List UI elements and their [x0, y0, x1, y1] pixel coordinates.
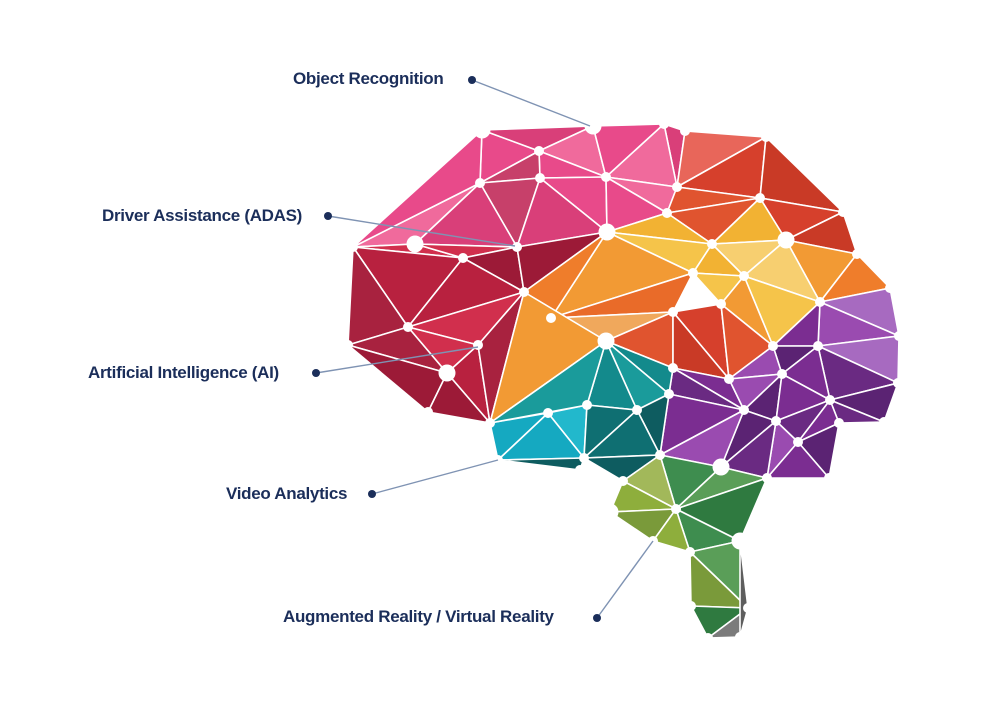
network-node — [793, 437, 803, 447]
network-node — [598, 223, 616, 241]
network-node — [834, 418, 844, 428]
network-node — [597, 332, 615, 350]
leader-line — [371, 459, 499, 495]
callout-label: Driver Assistance (ADAS) — [102, 206, 302, 225]
network-node — [724, 374, 734, 384]
network-node — [703, 633, 713, 643]
network-node — [680, 126, 690, 136]
network-node — [771, 416, 781, 426]
network-node — [668, 363, 678, 373]
network-node — [485, 418, 495, 428]
network-node — [475, 178, 485, 188]
network-node — [406, 235, 424, 253]
network-node — [662, 208, 672, 218]
network-node — [438, 364, 456, 382]
bullet-dot — [468, 76, 476, 84]
network-node — [473, 340, 483, 350]
network-node — [755, 193, 765, 203]
network-node — [739, 405, 749, 415]
brain-facet — [652, 508, 691, 553]
network-node — [838, 207, 848, 217]
network-node — [735, 632, 745, 642]
network-node — [731, 532, 749, 550]
network-node — [575, 465, 585, 475]
network-node — [546, 313, 556, 323]
network-node — [686, 601, 696, 611]
leader-line — [471, 79, 591, 127]
network-node — [671, 504, 681, 514]
network-node — [893, 378, 903, 388]
network-node — [894, 331, 904, 341]
network-node — [512, 242, 522, 252]
bullet-dot — [324, 212, 332, 220]
callout-driver-assistance: Driver Assistance (ADAS) — [102, 206, 516, 247]
network-node — [668, 307, 678, 317]
network-node — [688, 268, 698, 278]
polygonal-brain-illustration — [347, 123, 900, 639]
network-node — [632, 405, 642, 415]
brain-facet — [739, 540, 749, 638]
network-node — [584, 117, 602, 135]
network-node — [535, 173, 545, 183]
brain-facet — [766, 441, 830, 479]
brain-facet — [352, 129, 483, 248]
network-node — [601, 172, 611, 182]
callout-artificial-intelligence: Artificial Intelligence (AI) — [88, 346, 479, 382]
leader-line — [315, 346, 479, 374]
bullet-dot — [312, 369, 320, 377]
network-node — [762, 473, 772, 483]
callout-ar-vr: Augmented Reality / Virtual Reality — [283, 540, 654, 626]
network-node — [534, 146, 544, 156]
network-node — [825, 395, 835, 405]
callout-label: Artificial Intelligence (AI) — [88, 363, 279, 382]
network-node — [601, 503, 619, 521]
network-node — [473, 121, 491, 139]
callout-label: Video Analytics — [226, 484, 347, 503]
callout-video-analytics: Video Analytics — [226, 459, 499, 503]
network-node — [655, 450, 665, 460]
network-node — [777, 369, 787, 379]
network-node — [712, 458, 730, 476]
network-node — [743, 603, 753, 613]
callout-object-recognition: Object Recognition — [293, 69, 591, 127]
network-node — [716, 299, 726, 309]
network-node — [813, 341, 823, 351]
network-node — [777, 231, 795, 249]
bullet-dot — [593, 614, 601, 622]
brain-facet — [497, 457, 585, 471]
brain-facet — [489, 340, 607, 424]
network-node — [885, 283, 895, 293]
network-node — [618, 476, 628, 486]
bullet-dot — [368, 490, 376, 498]
network-node — [707, 239, 717, 249]
callout-label: Object Recognition — [293, 69, 443, 88]
network-node — [659, 119, 669, 129]
network-node — [458, 253, 468, 263]
brain-facet — [427, 372, 491, 424]
callout-labels: Object Recognition Driver Assistance (AD… — [88, 69, 654, 626]
network-node — [879, 417, 889, 427]
network-node — [519, 287, 529, 297]
network-node — [852, 249, 862, 259]
network-node — [739, 271, 749, 281]
callout-label: Augmented Reality / Virtual Reality — [283, 607, 555, 626]
network-node — [423, 407, 433, 417]
network-node — [672, 182, 682, 192]
network-node — [664, 389, 674, 399]
network-node — [824, 473, 834, 483]
leader-line — [596, 540, 654, 619]
leader-line — [327, 215, 516, 247]
network-node — [761, 132, 771, 142]
network-node — [543, 408, 553, 418]
network-node — [348, 242, 358, 252]
network-node — [768, 341, 778, 351]
network-node — [579, 453, 589, 463]
network-nodes — [343, 117, 904, 643]
network-node — [685, 547, 695, 557]
network-node — [343, 340, 353, 350]
network-node — [582, 400, 592, 410]
network-node — [403, 322, 413, 332]
network-node — [815, 297, 825, 307]
